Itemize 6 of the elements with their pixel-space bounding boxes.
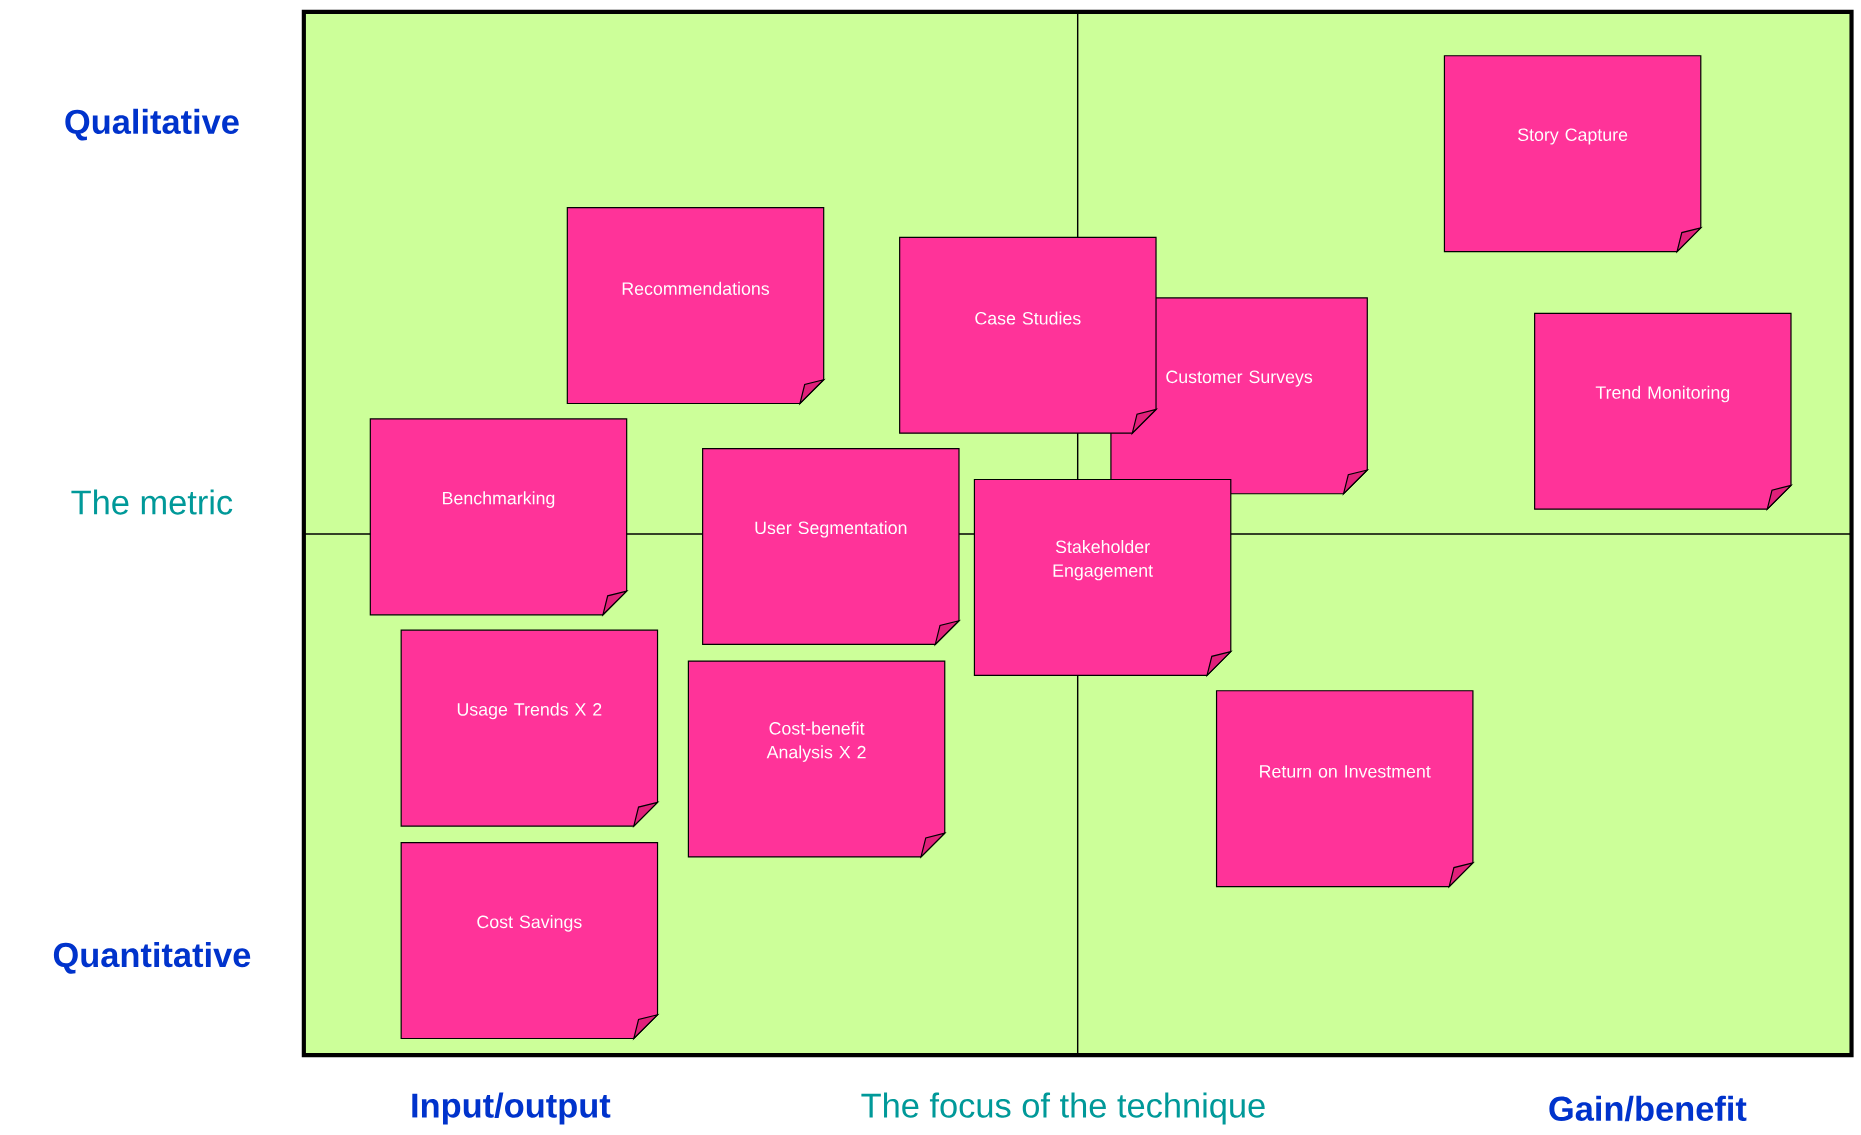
axis-label: Quantitative bbox=[53, 942, 251, 974]
axis-title: The focus of the technique bbox=[861, 1092, 1265, 1125]
axis-title: The metric bbox=[71, 489, 233, 515]
axis-label: Qualitative bbox=[65, 108, 239, 141]
axis-label: Gain/benefit bbox=[1549, 1095, 1747, 1122]
axis-label: Input/output bbox=[412, 1092, 611, 1125]
